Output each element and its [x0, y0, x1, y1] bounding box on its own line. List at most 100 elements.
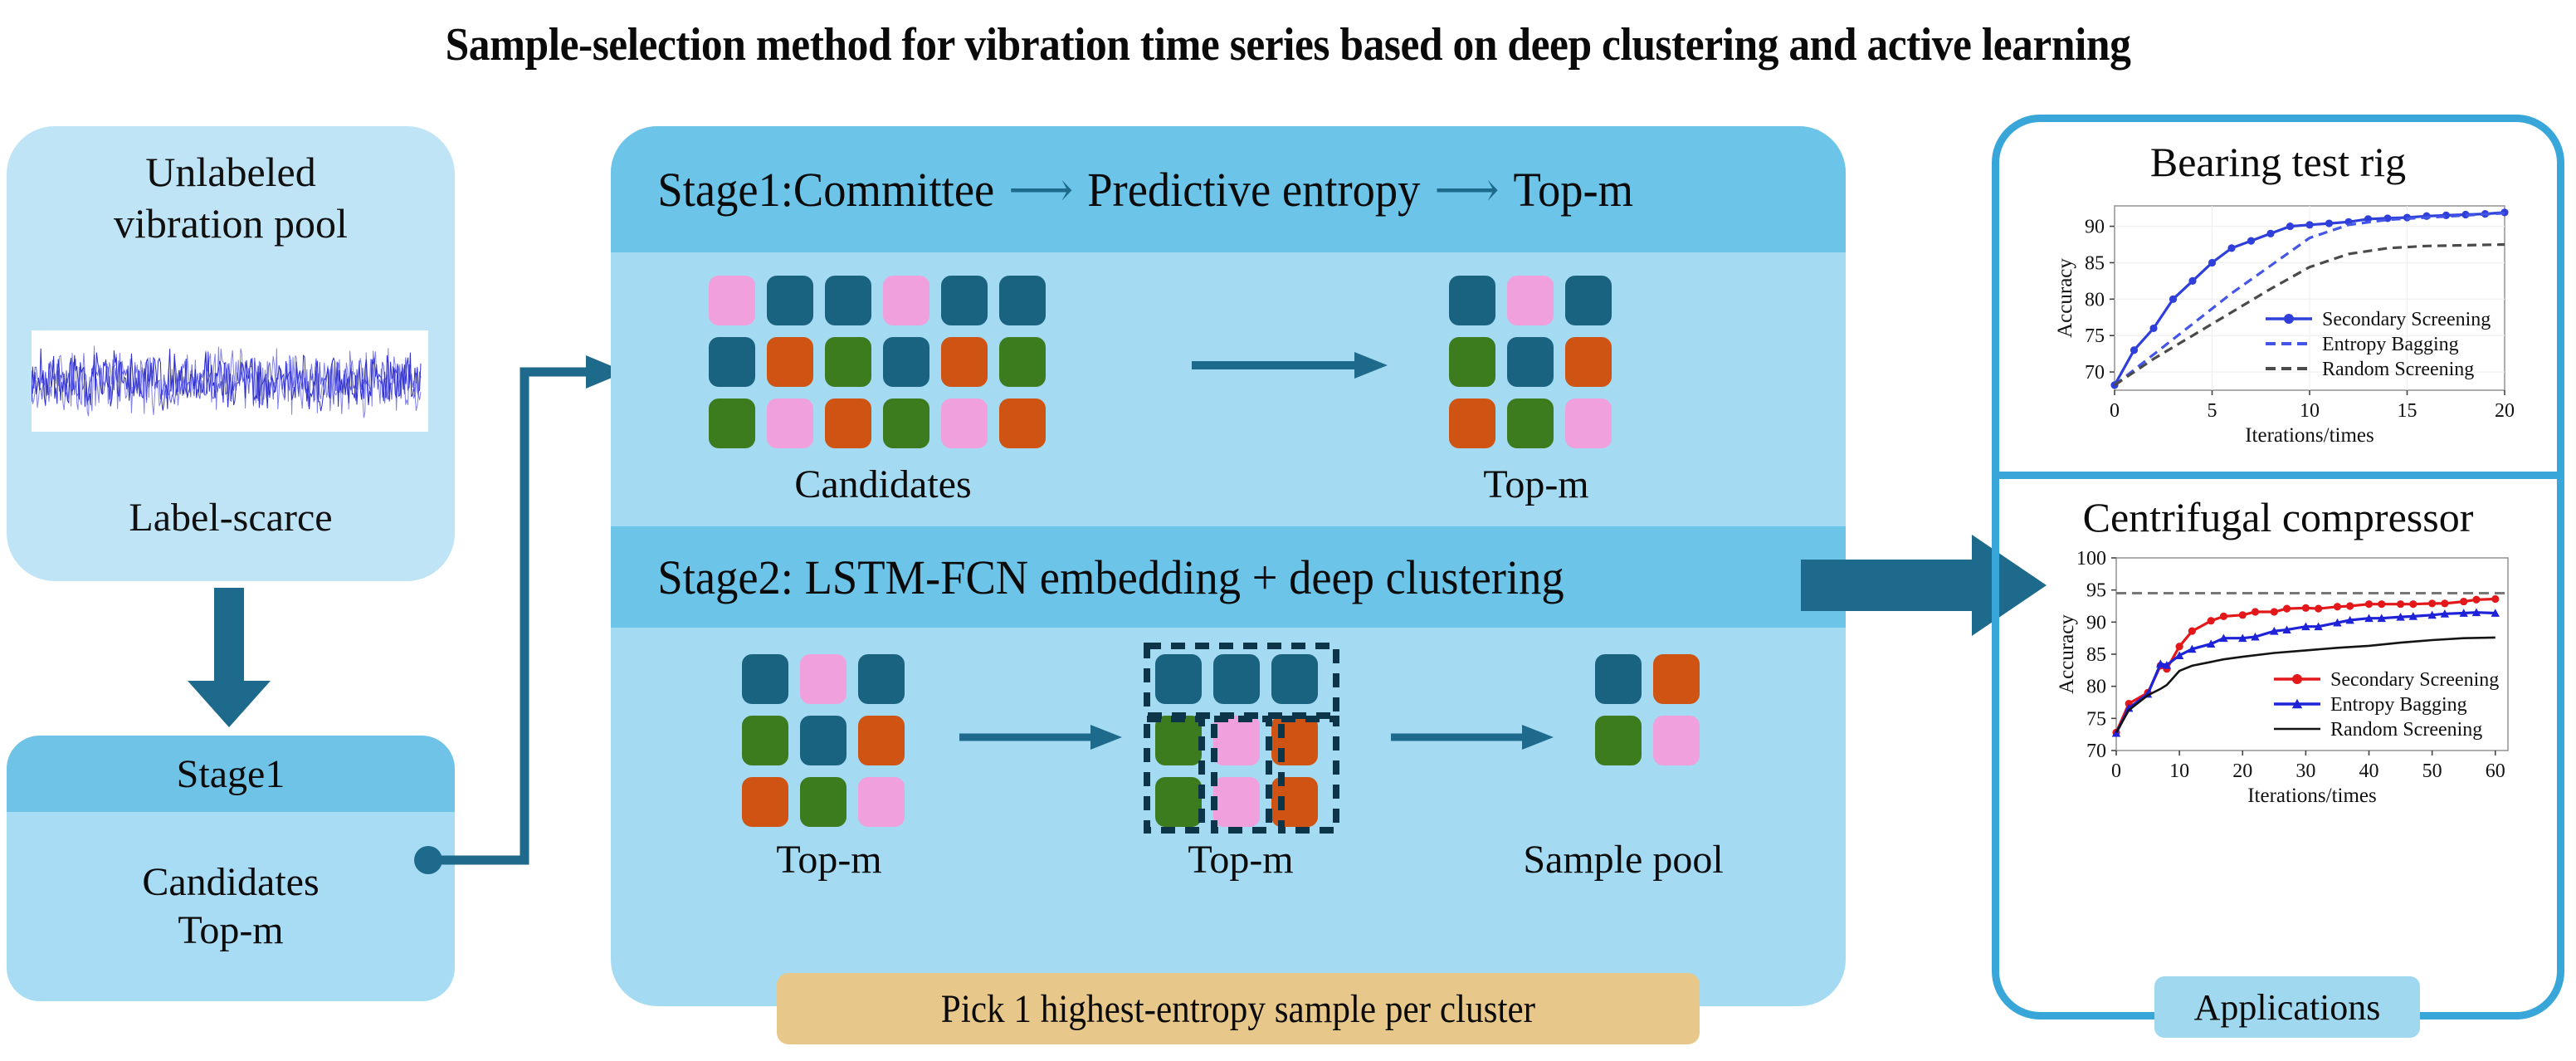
topm-lower-left-caption: Top-m — [776, 838, 882, 882]
block-arrow-to-applications-icon — [1801, 531, 2050, 639]
chart-title-compressor: Centrifugal compressor — [2082, 494, 2474, 540]
sample-tile-teal — [742, 654, 788, 704]
svg-text:0: 0 — [2111, 760, 2121, 782]
svg-text:20: 20 — [2232, 760, 2252, 782]
callout-label: Pick 1 highest-entropy sample per cluste… — [940, 986, 1536, 1031]
svg-text:75: 75 — [2085, 325, 2105, 347]
sample-pool-caption: Sample pool — [1523, 838, 1724, 882]
svg-text:Entropy Bagging: Entropy Bagging — [2330, 694, 2467, 716]
pool-title-line2: vibration pool — [114, 200, 348, 247]
candidates-caption: Candidates — [794, 462, 972, 506]
sample-tile-teal — [941, 276, 988, 325]
stage1-band: Stage1:Committee ⟶ Predictive entropy ⟶ … — [611, 126, 1846, 252]
svg-text:Secondary Screening: Secondary Screening — [2330, 669, 2499, 691]
stage1-band-part2: Predictive entropy — [1087, 162, 1421, 217]
sample-tile-pink — [941, 398, 988, 448]
sample-tile-green — [1155, 716, 1202, 765]
arrow-candidates-to-topm — [1192, 349, 1391, 386]
svg-text:30: 30 — [2295, 760, 2315, 782]
svg-text:60: 60 — [2486, 760, 2505, 782]
svg-text:85: 85 — [2085, 252, 2105, 274]
topm-grid-upper — [1449, 276, 1612, 448]
sample-tile-green — [825, 337, 871, 387]
svg-text:70: 70 — [2086, 741, 2106, 762]
sample-tile-teal — [1565, 276, 1612, 325]
candidates-grid — [709, 276, 1046, 448]
svg-text:10: 10 — [2300, 400, 2320, 422]
sample-tile-green — [999, 337, 1046, 387]
svg-text:80: 80 — [2085, 289, 2105, 310]
arrow-clusters-to-sample-pool — [1391, 721, 1557, 758]
svg-text:75: 75 — [2086, 708, 2106, 730]
sample-tile-green — [742, 716, 788, 765]
svg-text:0: 0 — [2110, 400, 2120, 422]
topm-grid-clustered — [1155, 654, 1318, 827]
sample-tile-teal — [825, 276, 871, 325]
sample-tile-teal — [883, 337, 929, 387]
sample-tile-pink — [1565, 398, 1612, 448]
stage1-band-part3: Top-m — [1513, 162, 1634, 217]
topm-upper-caption: Top-m — [1483, 462, 1589, 506]
svg-text:95: 95 — [2086, 580, 2106, 602]
svg-text:Random Screening: Random Screening — [2330, 719, 2482, 741]
sample-tile-pink — [858, 777, 905, 827]
sample-tile-orange — [825, 398, 871, 448]
sample-tile-green — [1155, 777, 1202, 827]
svg-text:100: 100 — [2076, 548, 2106, 570]
elbow-connector-to-center — [414, 332, 631, 880]
sample-tile-green — [1449, 337, 1495, 387]
svg-text:Secondary Screening: Secondary Screening — [2322, 309, 2491, 330]
sample-tile-orange — [941, 337, 988, 387]
sample-tile-pink — [1653, 716, 1700, 765]
stage2-band: Stage2: LSTM-FCN embedding + deep cluste… — [611, 526, 1846, 628]
page-title: Sample-selection method for vibration ti… — [445, 19, 2131, 71]
vibration-waveform — [32, 330, 428, 432]
sample-tile-orange — [858, 716, 905, 765]
sample-tile-orange — [1449, 398, 1495, 448]
svg-text:15: 15 — [2398, 400, 2417, 422]
stage2-band-label: Stage2: LSTM-FCN embedding + deep cluste… — [657, 550, 1564, 604]
sample-tile-pink — [1213, 716, 1260, 765]
sample-tile-green — [1595, 716, 1642, 765]
stage1-body: Candidates Top-m — [7, 812, 455, 1001]
chart-title-bearing: Bearing test rig — [2149, 139, 2407, 185]
sample-tile-orange — [1653, 654, 1700, 704]
svg-text:20: 20 — [2495, 400, 2515, 422]
down-arrow-icon — [184, 588, 274, 729]
svg-text:Entropy Bagging: Entropy Bagging — [2322, 334, 2459, 355]
arrow-right-icon-2: ⟶ — [1434, 163, 1500, 217]
svg-text:Accuracy: Accuracy — [2054, 258, 2076, 338]
sample-tile-green — [709, 398, 755, 448]
applications-panel-divider — [1992, 472, 2564, 479]
applications-label: Applications — [2193, 986, 2381, 1028]
sample-tile-orange — [999, 398, 1046, 448]
sample-tile-green — [800, 777, 846, 827]
topm-clustered-caption: Top-m — [1188, 838, 1294, 882]
unlabeled-pool-title: Unlabeled vibration pool — [7, 146, 455, 249]
sample-tile-teal — [1507, 337, 1554, 387]
svg-text:Random Screening: Random Screening — [2322, 359, 2474, 380]
svg-text:Iterations/times: Iterations/times — [2247, 785, 2377, 807]
sample-tile-orange — [1565, 337, 1612, 387]
sample-pool-grid — [1595, 654, 1700, 765]
svg-text:50: 50 — [2422, 760, 2442, 782]
stage1-summary-box: Stage1 Candidates Top-m — [7, 736, 455, 1001]
svg-text:90: 90 — [2086, 612, 2106, 633]
svg-text:5: 5 — [2208, 400, 2217, 422]
sample-tile-pink — [1507, 276, 1554, 325]
svg-text:10: 10 — [2169, 760, 2189, 782]
stage1-header: Stage1 — [7, 736, 455, 812]
label-scarce-caption: Label-scarce — [129, 496, 333, 540]
pipeline-panel: Stage1:Committee ⟶ Predictive entropy ⟶ … — [611, 126, 1846, 1006]
sample-tile-pink — [709, 276, 755, 325]
stage2-visual-row: Top-m Top-m Sample pool — [611, 628, 1846, 902]
sample-tile-green — [883, 398, 929, 448]
sample-tile-teal — [1449, 276, 1495, 325]
sample-tile-green — [1507, 398, 1554, 448]
sample-tile-teal — [1595, 654, 1642, 704]
sample-tile-pink — [767, 398, 813, 448]
svg-text:85: 85 — [2086, 644, 2106, 666]
